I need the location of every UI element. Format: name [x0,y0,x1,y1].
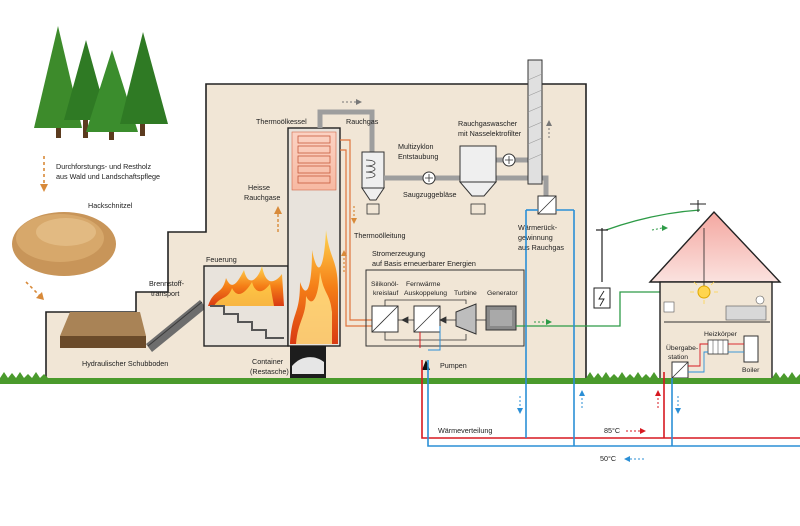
label-multizyklon-1: Multizyklon [398,142,434,151]
hot-flow-arrow [626,428,646,434]
exhaust-arrow [546,120,552,138]
label-rauchgas: Rauchgas [346,117,379,126]
wood-flow-arrow [40,156,48,192]
orc-loop-lines [384,299,486,341]
label-temp-cold: 50°C [600,454,616,463]
power-pole-icon [593,228,611,309]
grate-stairs [210,305,284,339]
label-durchforstung-2: aus Wald und Landschaftspflege [56,172,160,181]
label-silikon-2: kreislauf [373,290,398,297]
flame-icon [290,230,338,344]
label-feuerung: Feuerung [206,255,237,264]
power-line [516,209,701,327]
label-heizkoerper: Heizkörper [704,331,738,338]
label-heisse-1: Heisse [248,183,270,192]
cold-flow-arrow [624,456,644,462]
hydraulic-floor [60,312,146,348]
generator-icon [485,305,517,331]
boiler-tubes [297,135,331,184]
label-container-1: Container [252,357,284,366]
label-strom-2: auf Basis erneuerbarer Energien [372,259,476,268]
label-uebergabe-2: station [668,354,688,361]
label-uebergabe-1: Übergabe- [666,344,698,352]
label-boiler: Boiler [742,367,760,374]
label-waermerueck-2: gewinnung [518,233,553,242]
radiator-icon [707,339,729,355]
silicone-oil-exchanger [371,305,399,333]
multicyclone [361,151,385,215]
label-thermoelleitung: Thermoölleitung [354,231,406,240]
thermal-oil-line [340,139,372,327]
flame-icon [208,266,284,306]
label-durchforstung-1: Durchforstungs- und Restholz [56,162,151,171]
label-turbine: Turbine [454,290,477,297]
label-schubboden: Hydraulischer Schubboden [82,359,168,368]
label-strom-1: Stromerzeugung [372,249,425,258]
label-waermeverteilung: Wärmeverteilung [438,426,492,435]
label-container-2: (Restasche) [250,367,289,376]
wood-chips-pile-icon [12,212,116,276]
transfer-station [671,361,689,379]
chimney [527,59,543,185]
label-waermerueck-3: aus Rauchgas [518,243,564,252]
fan-icon [502,153,516,167]
kitchen-sink-icon [663,295,767,321]
grass-strip [0,372,800,384]
label-heisse-2: Rauchgase [244,193,280,202]
house-heating-circuit [688,343,744,373]
boiler-tank [743,335,759,363]
label-hackschnitzel: Hackschnitzel [88,201,133,210]
label-brennstoff-1: Brennstoff- [149,279,185,288]
label-fernwaerme-2: Auskoppelung [404,290,447,297]
flue-gas-arrow [342,99,362,105]
flue-gas-duct [317,109,375,152]
flue-gas-scrubber [458,145,498,215]
label-wascher-1: Rauchgaswascher [458,119,518,128]
label-fernwaerme-1: Fernwärme [406,281,441,288]
label-generator: Generator [487,290,518,297]
label-saugzug: Saugzuggebläse [403,190,457,199]
power-flow-arrow [534,225,668,325]
hot-gas-arrow [274,206,282,232]
power-generation-box [365,269,525,347]
district-heating-pipes [419,209,800,447]
label-multizyklon-2: Entstaubung [398,152,438,161]
chips-flow-arrow [25,281,44,300]
fan-icon [422,171,436,185]
label-pumpen: Pumpen [440,361,467,370]
label-wascher-2: mit Nasselektrofilter [458,129,522,138]
oil-flow-arrow [341,206,357,272]
pipe-flow-arrows [517,390,681,414]
label-brennstoff-2: transport [151,289,179,298]
light-bulb-icon [690,228,718,304]
label-silikon-1: Silikonöl- [371,281,399,288]
district-heat-exchanger [413,305,441,333]
label-thermoelkessel: Thermoölkessel [256,117,307,126]
turbine-icon [455,303,477,335]
label-waermerueck-1: Wärmerück- [518,223,558,232]
fuel-conveyor [146,300,206,352]
conifer-tree-icon [34,26,168,140]
label-temp-hot: 85°C [604,426,620,435]
